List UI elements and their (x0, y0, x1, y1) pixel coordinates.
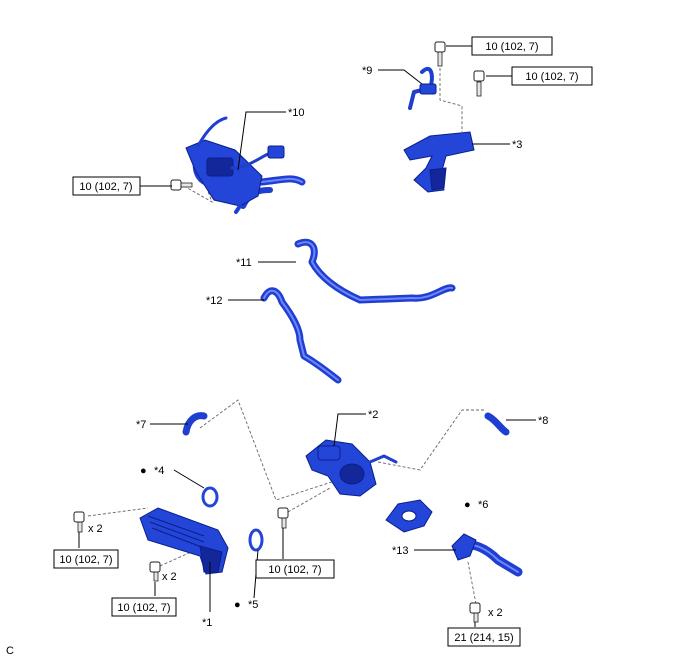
bolt-left-mid (170, 179, 193, 191)
bolt-top-a (434, 41, 446, 67)
part-4-gasket (201, 486, 219, 508)
quantity-label: x 2 (488, 607, 503, 619)
part-13-pipe (451, 533, 523, 577)
torque-spec-bottom-center: 10 (102, 7) (255, 559, 335, 579)
part-7-hose (182, 412, 208, 436)
part-5-gasket (248, 528, 264, 552)
torque-spec-text: 10 (102, 7) (485, 41, 538, 53)
callout-5: *5 (248, 599, 258, 611)
part-8-hose (484, 412, 510, 436)
part-11-pipe (294, 238, 456, 304)
torque-spec-top-b: 10 (102, 7) (511, 66, 593, 86)
bolt-bottom-center (277, 507, 289, 529)
part-2-egr-valve (305, 439, 398, 497)
leader-lines (78, 45, 536, 627)
callout-4: *4 (154, 465, 164, 477)
torque-spec-left-mid: 10 (102, 7) (72, 176, 141, 196)
callout-8: *8 (538, 415, 548, 427)
bolt-top-b (473, 70, 485, 97)
torque-spec-text: 10 (102, 7) (525, 71, 578, 83)
non-reusable-marker: ● (464, 499, 471, 511)
quantity-label: x 2 (88, 523, 103, 535)
part-12-pipe (260, 287, 342, 384)
callout-9: *9 (362, 65, 372, 77)
torque-spec-top-a: 10 (102, 7) (471, 36, 553, 56)
torque-spec-bottom-right: 21 (214, 15) (447, 627, 521, 647)
part-6-gasket (385, 499, 433, 533)
part-10-egr-valve-assembly (185, 116, 306, 214)
figure-code: C (6, 645, 14, 657)
callout-12: *12 (206, 295, 223, 307)
callout-6: *6 (478, 499, 488, 511)
torque-spec-text: 10 (102, 7) (59, 554, 112, 566)
callout-2: *2 (368, 409, 378, 421)
assembly-dashed-lines (87, 58, 486, 605)
callout-1: *1 (202, 617, 212, 629)
bolt-bottom-left-b (149, 561, 161, 582)
torque-spec-bottom-left-a: 10 (102, 7) (53, 549, 119, 569)
quantity-label: x 2 (162, 571, 177, 583)
bolt-bottom-right (469, 602, 481, 623)
torque-spec-text: 10 (102, 7) (79, 181, 132, 193)
callout-3: *3 (512, 139, 522, 151)
part-3-bracket (403, 131, 475, 193)
part-1-egr-cooler (139, 507, 229, 575)
callout-13: *13 (392, 545, 409, 557)
non-reusable-marker: ● (234, 599, 241, 611)
bolt-bottom-left-a (73, 511, 85, 533)
torque-spec-text: 10 (102, 7) (117, 602, 170, 614)
torque-spec-text: 21 (214, 15) (454, 632, 513, 644)
callout-11: *11 (236, 257, 252, 269)
callout-7: *7 (136, 419, 146, 431)
part-9-pipe (408, 66, 437, 110)
non-reusable-marker: ● (140, 465, 147, 477)
torque-spec-bottom-left-b: 10 (102, 7) (111, 597, 177, 617)
callout-10: *10 (288, 107, 305, 119)
torque-spec-text: 10 (102, 7) (268, 564, 321, 576)
